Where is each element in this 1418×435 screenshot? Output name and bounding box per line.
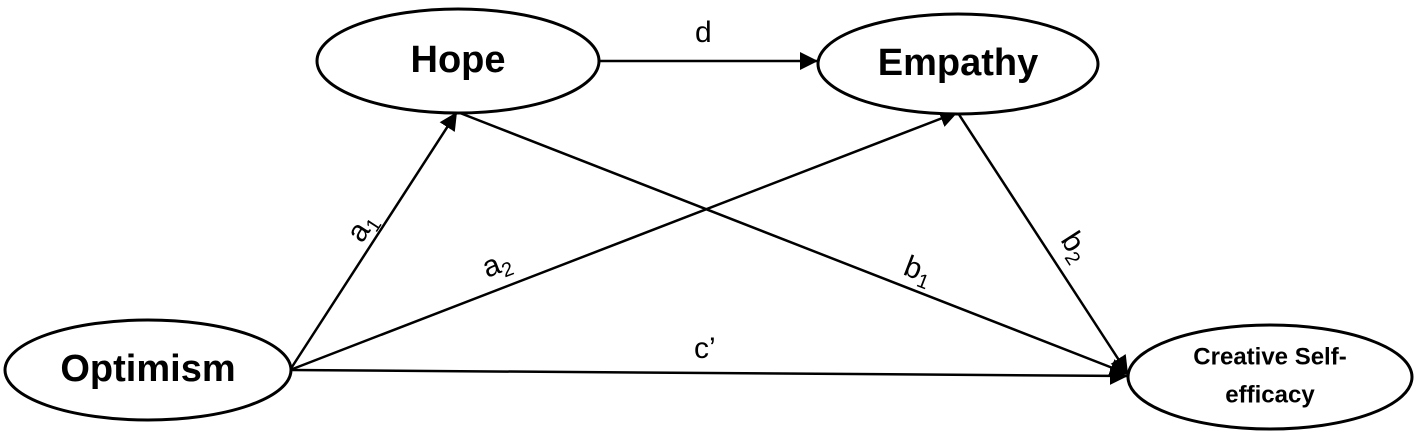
edge-hope-to-creative	[459, 111, 1129, 376]
node-hope: Hope	[315, 7, 601, 115]
node-creative-label-line1: Creative Self-	[1193, 343, 1346, 370]
node-optimism: Optimism	[3, 318, 293, 422]
node-creative-shape	[1126, 323, 1414, 431]
edge-label-d-main: d	[695, 16, 712, 49]
node-optimism-shape	[3, 318, 293, 422]
edge-optimism-to-empathy	[289, 110, 959, 372]
edge-optimism-to-hope	[288, 111, 459, 371]
node-hope-label: Hope	[411, 39, 506, 81]
edge-label-a1: a1	[340, 207, 386, 250]
node-creative-self-efficacy: Creative Self- efficacy	[1126, 323, 1414, 431]
edge-label-b2: b2	[1051, 226, 1097, 269]
node-optimism-label: Optimism	[60, 348, 235, 390]
edge-optimism-to-creative	[289, 366, 1129, 385]
edge-label-c-prime-main: c’	[694, 332, 716, 365]
edge-label-c-prime: c’	[694, 332, 716, 365]
node-empathy-shape	[816, 12, 1100, 116]
edge-label-d: d	[695, 16, 712, 49]
node-hope-shape	[315, 7, 601, 115]
node-empathy-label: Empathy	[878, 42, 1038, 84]
edge-label-a2: a2	[478, 244, 517, 289]
node-empathy: Empathy	[816, 12, 1100, 116]
node-creative-label-line2: efficacy	[1225, 381, 1315, 408]
edge-empathy-to-creative	[956, 112, 1130, 375]
